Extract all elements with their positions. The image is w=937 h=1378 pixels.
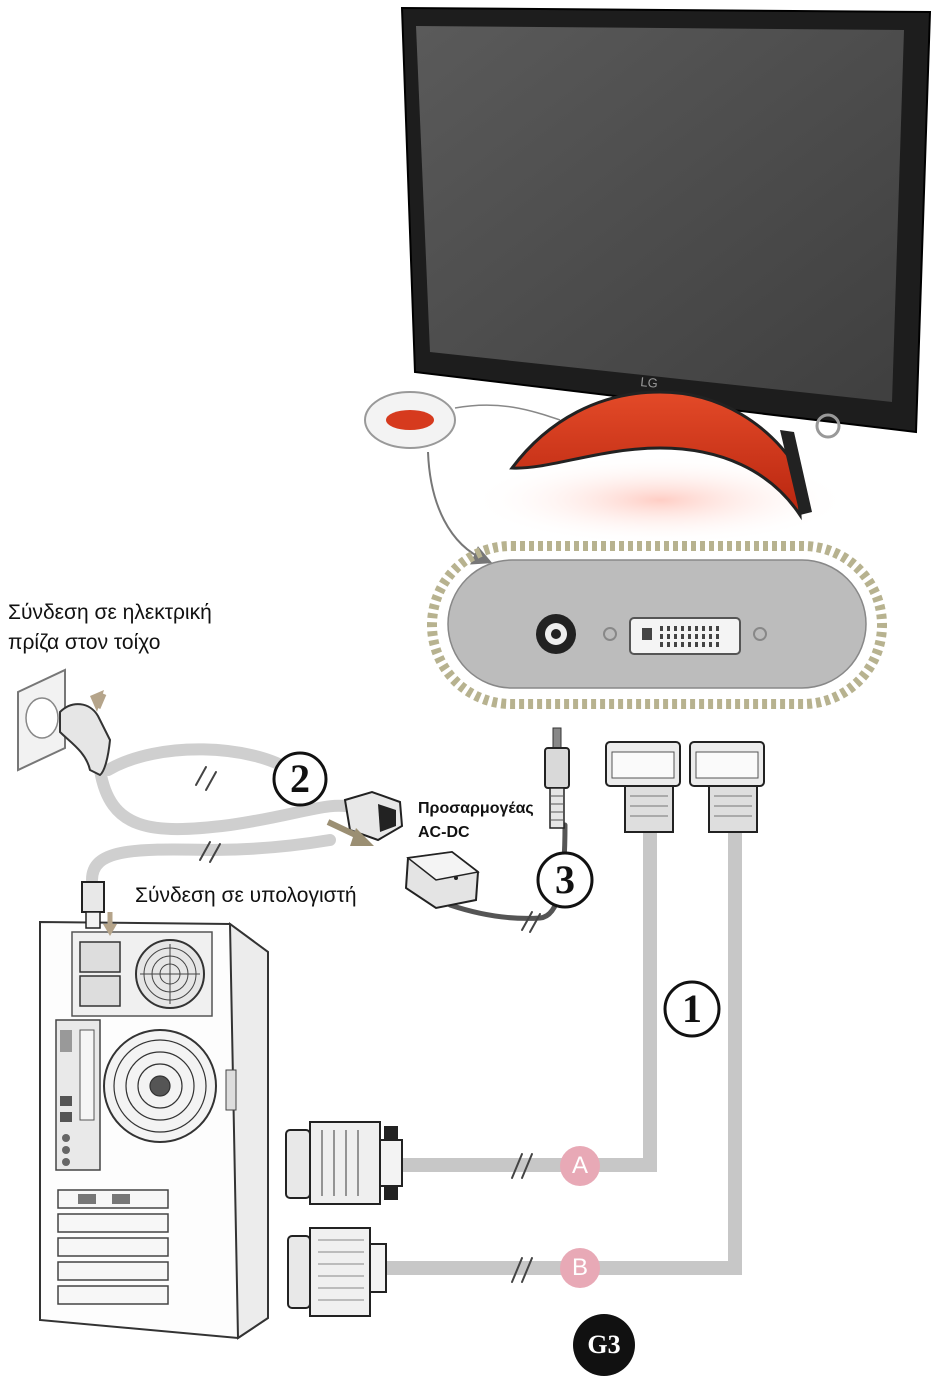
adapter-label: Προσαρμογέας AC-DC — [418, 797, 534, 845]
adapter-label-line2: AC-DC — [418, 821, 534, 845]
connector-b-bottom — [288, 1228, 386, 1316]
wall-outlet-label-line2: πρίζα στον τοίχο — [8, 628, 212, 658]
connector-panel — [432, 546, 882, 704]
monitor-logo: LG — [640, 374, 659, 391]
adapter-label-line1: Προσαρμογέας — [418, 797, 534, 821]
connector-a-bottom — [286, 1122, 402, 1204]
psu-socket-icon — [80, 942, 120, 972]
pc-tower — [40, 922, 268, 1338]
figure-tag: G3 — [573, 1314, 635, 1376]
callout-a: A — [560, 1146, 600, 1186]
wall-outlet — [18, 670, 110, 775]
callout-3: 3 — [537, 852, 593, 908]
dc-plug — [545, 728, 569, 828]
power-plug-icon — [60, 704, 110, 775]
monitor-side-connectors — [606, 742, 764, 832]
connector-b-top — [690, 742, 764, 832]
pc-power-plug — [82, 882, 117, 936]
connector-a-top — [606, 742, 680, 832]
monitor: LG — [402, 8, 930, 545]
wall-outlet-label-line1: Σύνδεση σε ηλεκτρική — [8, 598, 212, 628]
callout-2: 2 — [272, 751, 328, 807]
ac-dc-adapter — [406, 852, 478, 908]
computer-label: Σύνδεση σε υπολογιστή — [135, 884, 357, 908]
callout-1: 1 — [664, 981, 720, 1037]
callout-b: B — [560, 1248, 600, 1288]
pc-side-connectors — [286, 1122, 402, 1316]
wall-outlet-label: Σύνδεση σε ηλεκτρική πρίζα στον τοίχο — [8, 598, 212, 658]
monitor-screen — [416, 26, 904, 402]
